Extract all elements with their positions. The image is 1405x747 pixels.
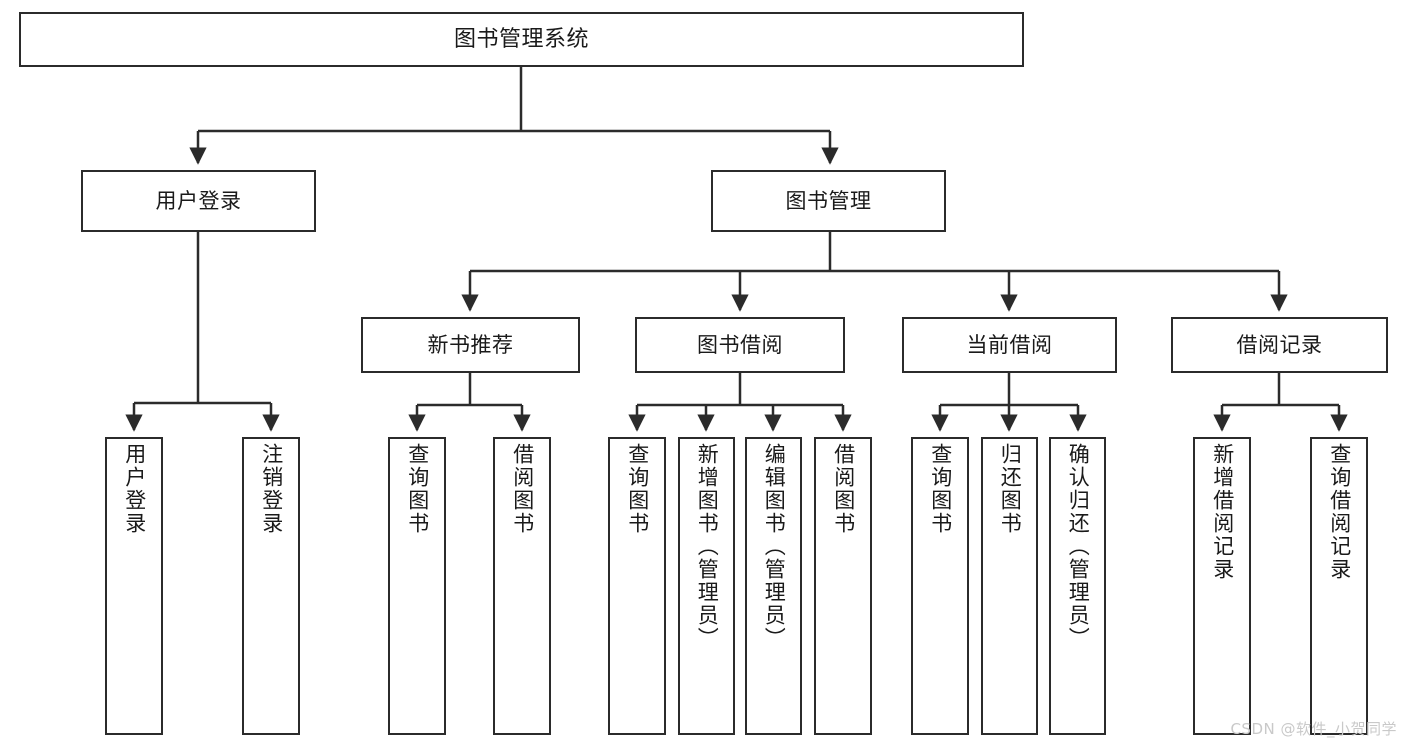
node-label: 借阅图书 <box>831 443 856 535</box>
node-label: 用户登录 <box>122 443 147 535</box>
leaf-book-borrow-borrow-book[interactable]: 借阅图书 <box>814 437 872 735</box>
node-label: 查询图书 <box>625 443 650 535</box>
leaf-borrow-record-query-record[interactable]: 查询借阅记录 <box>1310 437 1368 735</box>
node-label: 用户登录 <box>155 188 242 213</box>
node-current-borrow[interactable]: 当前借阅 <box>902 317 1117 373</box>
node-book-management[interactable]: 图书管理 <box>711 170 946 232</box>
leaf-borrow-record-add-record[interactable]: 新增借阅记录 <box>1193 437 1251 735</box>
node-label: 借阅图书 <box>510 443 535 535</box>
node-label: 图书管理 <box>785 188 872 213</box>
node-label: 新书推荐 <box>427 332 514 357</box>
node-user-login[interactable]: 用户登录 <box>81 170 316 232</box>
node-label: 编辑图书（管理员） <box>762 443 787 650</box>
watermark-csdn: CSDN @软件_小贺同学 <box>1230 720 1397 738</box>
node-label: 查询借阅记录 <box>1327 443 1352 581</box>
node-label: 图书借阅 <box>697 332 783 357</box>
node-borrow-record[interactable]: 借阅记录 <box>1171 317 1388 373</box>
node-label: 新增图书（管理员） <box>695 443 720 650</box>
node-label: 新增借阅记录 <box>1210 443 1235 581</box>
leaf-book-borrow-query-book[interactable]: 查询图书 <box>608 437 666 735</box>
leaf-new-book-query-book[interactable]: 查询图书 <box>388 437 446 735</box>
node-new-book-recommend[interactable]: 新书推荐 <box>361 317 580 373</box>
leaf-current-borrow-return-book[interactable]: 归还图书 <box>981 437 1038 735</box>
node-label: 归还图书 <box>998 443 1023 535</box>
leaf-current-borrow-confirm-return-admin[interactable]: 确认归还（管理员） <box>1049 437 1106 735</box>
node-label: 借阅记录 <box>1236 332 1323 357</box>
leaf-book-borrow-edit-book-admin[interactable]: 编辑图书（管理员） <box>745 437 802 735</box>
node-label: 查询图书 <box>928 443 953 535</box>
node-book-borrow[interactable]: 图书借阅 <box>635 317 845 373</box>
leaf-user-login-login[interactable]: 用户登录 <box>105 437 163 735</box>
node-label: 图书管理系统 <box>453 26 589 52</box>
node-label: 确认归还（管理员） <box>1066 443 1091 650</box>
node-label: 当前借阅 <box>966 332 1053 357</box>
node-label: 注销登录 <box>259 443 284 535</box>
node-root-book-management-system[interactable]: 图书管理系统 <box>19 12 1024 67</box>
node-label: 查询图书 <box>405 443 430 535</box>
leaf-book-borrow-add-book-admin[interactable]: 新增图书（管理员） <box>678 437 735 735</box>
leaf-current-borrow-query-book[interactable]: 查询图书 <box>911 437 969 735</box>
leaf-new-book-borrow-book[interactable]: 借阅图书 <box>493 437 551 735</box>
leaf-user-login-logout[interactable]: 注销登录 <box>242 437 300 735</box>
